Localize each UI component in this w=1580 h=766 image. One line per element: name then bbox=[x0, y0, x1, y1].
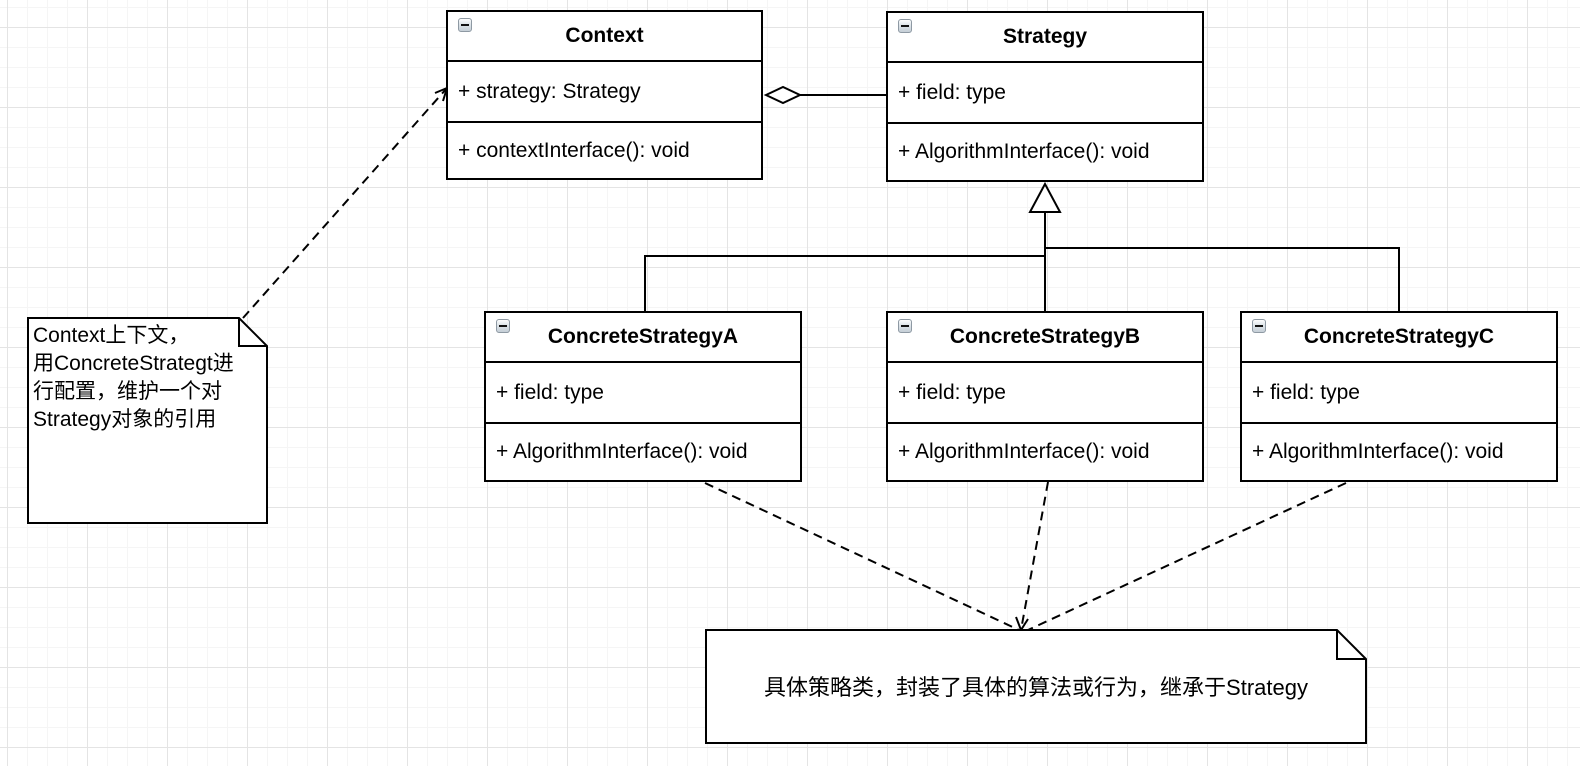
class-attribute-row[interactable]: + field: type bbox=[1242, 363, 1556, 424]
note-strategy-text: 具体策略类，封装了具体的算法或行为，继承于Strategy bbox=[708, 631, 1364, 741]
method-text: + AlgorithmInterface(): void bbox=[1252, 440, 1504, 463]
attribute-text: + strategy: Strategy bbox=[458, 79, 641, 103]
class-header: ConcreteStrategyA bbox=[486, 313, 800, 363]
class-box-context[interactable]: Context + strategy: Strategy + contextIn… bbox=[446, 10, 763, 180]
attribute-text: + field: type bbox=[496, 380, 604, 404]
minus-glyph bbox=[901, 325, 909, 327]
minus-glyph bbox=[1255, 325, 1263, 327]
attribute-text: + field: type bbox=[1252, 380, 1360, 404]
inheritance-triangle bbox=[1028, 181, 1062, 213]
minus-glyph bbox=[499, 325, 507, 327]
note-link-concrete-a[interactable] bbox=[704, 482, 1020, 631]
collapse-minus-icon[interactable] bbox=[898, 319, 912, 333]
class-box-concrete-strategy-a[interactable]: ConcreteStrategyA + field: type + Algori… bbox=[484, 311, 802, 482]
note-link-concrete-b[interactable] bbox=[1015, 481, 1049, 631]
open-arrow-icon bbox=[1015, 616, 1029, 631]
inheritance-connector-b-strategy[interactable] bbox=[1028, 181, 1062, 311]
attribute-text: + field: type bbox=[898, 80, 1006, 104]
class-title: ConcreteStrategyC bbox=[1303, 325, 1495, 348]
note-link-context[interactable] bbox=[242, 87, 448, 319]
class-method-row[interactable]: + AlgorithmInterface(): void bbox=[888, 424, 1202, 480]
class-box-concrete-strategy-c[interactable]: ConcreteStrategyC + field: type + Algori… bbox=[1240, 311, 1558, 482]
note-line: Context上下文， bbox=[33, 324, 190, 347]
class-header: ConcreteStrategyC bbox=[1242, 313, 1556, 363]
note-line: 行配置，维护一个对 bbox=[33, 380, 222, 403]
class-attribute-row[interactable]: + field: type bbox=[888, 363, 1202, 424]
note-shape-context[interactable] bbox=[27, 317, 268, 524]
class-box-strategy[interactable]: Strategy + field: type + AlgorithmInterf… bbox=[886, 11, 1204, 182]
note-fold-corner bbox=[238, 318, 267, 347]
inheritance-connector-a-strategy[interactable] bbox=[644, 255, 1045, 311]
note-line: 具体策略类，封装了具体的算法或行为，继承于Strategy bbox=[764, 675, 1308, 700]
method-text: + AlgorithmInterface(): void bbox=[496, 440, 748, 463]
collapse-minus-icon[interactable] bbox=[496, 319, 510, 333]
collapse-minus-icon[interactable] bbox=[898, 19, 912, 33]
collapse-minus-icon[interactable] bbox=[1252, 319, 1266, 333]
note-line: Strategy对象的引用 bbox=[33, 408, 217, 431]
inheritance-connector-c-strategy[interactable] bbox=[1045, 247, 1400, 311]
note-fold-corner bbox=[1336, 630, 1366, 660]
note-link-concrete-c[interactable] bbox=[1027, 482, 1347, 631]
method-text: + AlgorithmInterface(): void bbox=[898, 140, 1150, 163]
note-line: 用ConcreteStrategt进 bbox=[33, 352, 234, 375]
attribute-text: + field: type bbox=[898, 380, 1006, 404]
collapse-minus-icon[interactable] bbox=[458, 18, 472, 32]
class-box-concrete-strategy-b[interactable]: ConcreteStrategyB + field: type + Algori… bbox=[886, 311, 1204, 482]
class-method-row[interactable]: + contextInterface(): void bbox=[448, 123, 761, 179]
class-method-row[interactable]: + AlgorithmInterface(): void bbox=[486, 424, 800, 480]
note-shape-strategy[interactable] bbox=[705, 629, 1367, 744]
class-header: ConcreteStrategyB bbox=[888, 313, 1202, 363]
method-text: + contextInterface(): void bbox=[458, 139, 690, 162]
class-title: ConcreteStrategyB bbox=[949, 325, 1141, 348]
minus-glyph bbox=[461, 24, 469, 26]
note-context-text: Context上下文， 用ConcreteStrategt进 行配置，维护一个对… bbox=[33, 322, 265, 434]
aggregation-diamond bbox=[763, 85, 803, 105]
class-attribute-row[interactable]: + field: type bbox=[888, 63, 1202, 124]
class-attribute-row[interactable]: + field: type bbox=[486, 363, 800, 424]
method-text: + AlgorithmInterface(): void bbox=[898, 440, 1150, 463]
class-title: ConcreteStrategyA bbox=[547, 325, 739, 348]
minus-glyph bbox=[901, 25, 909, 27]
class-title: Strategy bbox=[1002, 25, 1088, 48]
class-header: Context bbox=[448, 12, 761, 62]
class-method-row[interactable]: + AlgorithmInterface(): void bbox=[888, 124, 1202, 180]
aggregation-connector-context-strategy[interactable] bbox=[763, 85, 886, 105]
class-header: Strategy bbox=[888, 13, 1202, 63]
class-title: Context bbox=[565, 24, 644, 47]
class-attribute-row[interactable]: + strategy: Strategy bbox=[448, 62, 761, 123]
class-method-row[interactable]: + AlgorithmInterface(): void bbox=[1242, 424, 1556, 480]
